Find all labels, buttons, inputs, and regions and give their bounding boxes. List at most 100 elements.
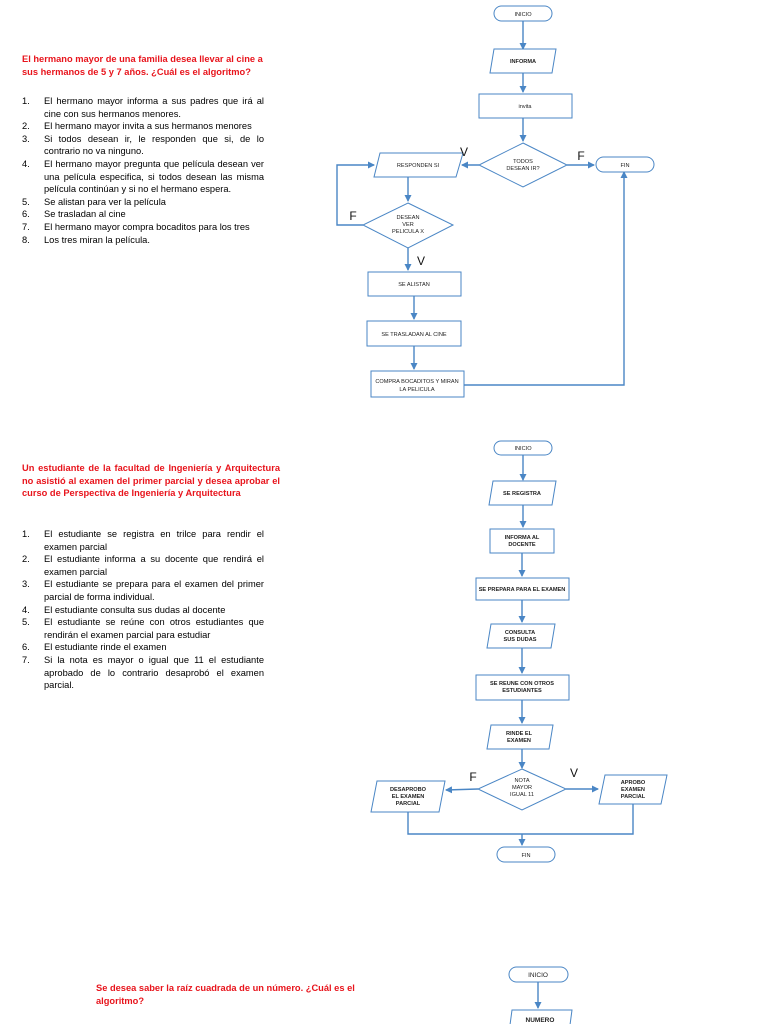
list-item: 1. El hermano mayor informa a sus padres …	[22, 95, 264, 120]
informa-label: INFORMA	[510, 59, 536, 65]
step-text: El estudiante se registra en trilce para…	[44, 529, 264, 552]
responden-io	[373, 152, 464, 178]
section3-title: Se desea saber la raíz cuadrada de un nú…	[96, 983, 355, 1006]
rinde-label-1: RINDE EL	[506, 731, 533, 737]
step-text: El estudiante rinde el examen	[44, 642, 167, 653]
alistan-label: SE ALISTAN	[398, 282, 430, 288]
alistan-process	[367, 271, 462, 297]
start-terminal	[493, 5, 553, 22]
list-item: 3.El estudiante se prepara para el exame…	[22, 578, 264, 603]
step-text: El hermano mayor pregunta que película d…	[44, 158, 264, 195]
step-text: Si todos desean ir, le responden que si,…	[44, 133, 264, 157]
aprobo-label-3: PARCIAL	[621, 794, 646, 800]
list-item: 1.El estudiante se registra en trilce pa…	[22, 528, 264, 553]
step-number: 3.	[22, 133, 30, 144]
end-label-2: FIN	[521, 853, 530, 859]
informa-io	[489, 48, 557, 74]
section1-steps: 1. El hermano mayor informa a sus padres …	[22, 95, 264, 246]
step-text: El estudiante se prepara para el examen …	[44, 579, 264, 602]
aprobo-label-2: EXAMEN	[621, 787, 645, 793]
step-number: 5.	[22, 196, 30, 207]
todos-label-1: TODOS	[513, 159, 533, 165]
flowchart-1: INICIO INFORMA invita TODOS DESEAN IR? R…	[336, 5, 655, 398]
list-item: 6. Se trasladan al cine	[22, 208, 264, 221]
section2-title: Un estudiante de la facultad de Ingenier…	[22, 463, 280, 499]
aprobo-label-1: APROBO	[621, 780, 646, 786]
step-text: El estudiante consulta sus dudas al doce…	[44, 604, 226, 615]
step-text: Se trasladan al cine	[44, 209, 126, 220]
step-number: 5.	[22, 617, 30, 628]
desean-decision	[361, 202, 455, 249]
desaprobo-label-3: PARCIAL	[396, 801, 421, 807]
list-item: 6.El estudiante rinde el examen	[22, 641, 264, 654]
prepara-label: SE PREPARA PARA EL EXAMEN	[479, 587, 566, 593]
rinde-io	[486, 724, 554, 750]
step-number: 7.	[22, 654, 30, 665]
trasladan-label: SE TRASLADAN AL CINE	[381, 332, 447, 338]
false-label: F	[469, 770, 476, 784]
consulta-label-1: CONSULTA	[505, 630, 535, 636]
step-number: 1.	[22, 96, 30, 106]
desean-label-1: DESEAN	[396, 215, 419, 221]
step-number: 8.	[22, 234, 30, 245]
section2-steps: 1.El estudiante se registra en trilce pa…	[22, 528, 264, 692]
informa-process	[489, 528, 555, 554]
reune-label-2: ESTUDIANTES	[502, 688, 542, 694]
todos-decision	[477, 142, 569, 188]
informa-label-1: INFORMA AL	[505, 535, 540, 541]
flowchart-2: INICIO SE REGISTRA INFORMA AL DOCENTE SE…	[370, 440, 668, 863]
step-number: 2.	[22, 554, 30, 565]
step-text: Los tres miran la película.	[44, 234, 150, 245]
step-text: El estudiante se reúne con otros estudia…	[44, 617, 264, 640]
true-label: V	[417, 254, 425, 268]
compra-label-1: COMPRA BOCADITOS Y MIRAN	[375, 379, 458, 385]
step-text: El hermano mayor compra bocaditos para l…	[44, 221, 250, 232]
connector	[336, 161, 375, 226]
connector	[445, 786, 479, 794]
list-item: 4. El estudiante consulta sus dudas al do…	[22, 604, 264, 617]
nota-label-1: NOTA	[514, 778, 529, 784]
compra-label-2: LA PELICULA	[399, 387, 434, 393]
step-number: 4.	[22, 604, 30, 615]
flowchart-3: INICIO NUMERO	[508, 966, 573, 1024]
step-text: El hermano mayor informa a sus padres qu…	[44, 96, 264, 119]
end-terminal-1	[595, 156, 655, 173]
step-text: Se alistan para ver la película	[44, 196, 166, 207]
list-item: 7.Si la nota es mayor o igual que 11 el …	[22, 654, 264, 692]
end-label-1: FIN	[620, 163, 629, 169]
registra-io	[488, 480, 557, 506]
step-number: 7.	[22, 221, 30, 232]
desean-label-3: PELICULA X	[392, 229, 424, 235]
prepara-process	[475, 577, 570, 601]
invita-label: invita	[518, 104, 532, 110]
start-label: INICIO	[514, 12, 532, 18]
nota-label-3: IGUAL 11	[510, 792, 534, 798]
true-label: V	[460, 145, 468, 159]
list-item: 2.El estudiante informa a su docente que…	[22, 553, 264, 578]
numero-io	[509, 1009, 573, 1024]
list-item: 5. El estudiante se reúne con otros estud…	[22, 616, 264, 641]
false-label: F	[349, 209, 356, 223]
list-item: 7. El hermano mayor compra bocaditos para…	[22, 221, 264, 234]
consulta-label-2: SUS DUDAS	[504, 637, 537, 643]
step-number: 6.	[22, 209, 30, 220]
list-item: 8. Los tres miran la película.	[22, 234, 264, 247]
step-text: El hermano mayor invita a sus hermanos m…	[44, 121, 252, 132]
true-label: V	[570, 766, 578, 780]
desaprobo-label-2: EL EXAMEN	[392, 794, 425, 800]
desaprobo-label-1: DESAPROBO	[390, 787, 427, 793]
list-item: 5. Se alistan para ver la película	[22, 196, 264, 209]
list-item: 2. El hermano mayor invita a sus hermanos…	[22, 120, 264, 133]
consulta-io	[486, 623, 556, 649]
connector	[464, 171, 628, 386]
responden-label: RESPONDEN SI	[397, 163, 440, 169]
reune-label-1: SE REUNE CON OTROS	[490, 681, 554, 687]
connector	[407, 804, 634, 835]
start-terminal	[493, 440, 553, 456]
step-number: 2.	[22, 121, 30, 132]
reune-process	[475, 674, 570, 701]
compra-process	[370, 370, 465, 398]
nota-label-2: MAYOR	[512, 785, 532, 791]
step-number: 4.	[22, 158, 30, 169]
desean-label-2: VER	[402, 222, 414, 228]
